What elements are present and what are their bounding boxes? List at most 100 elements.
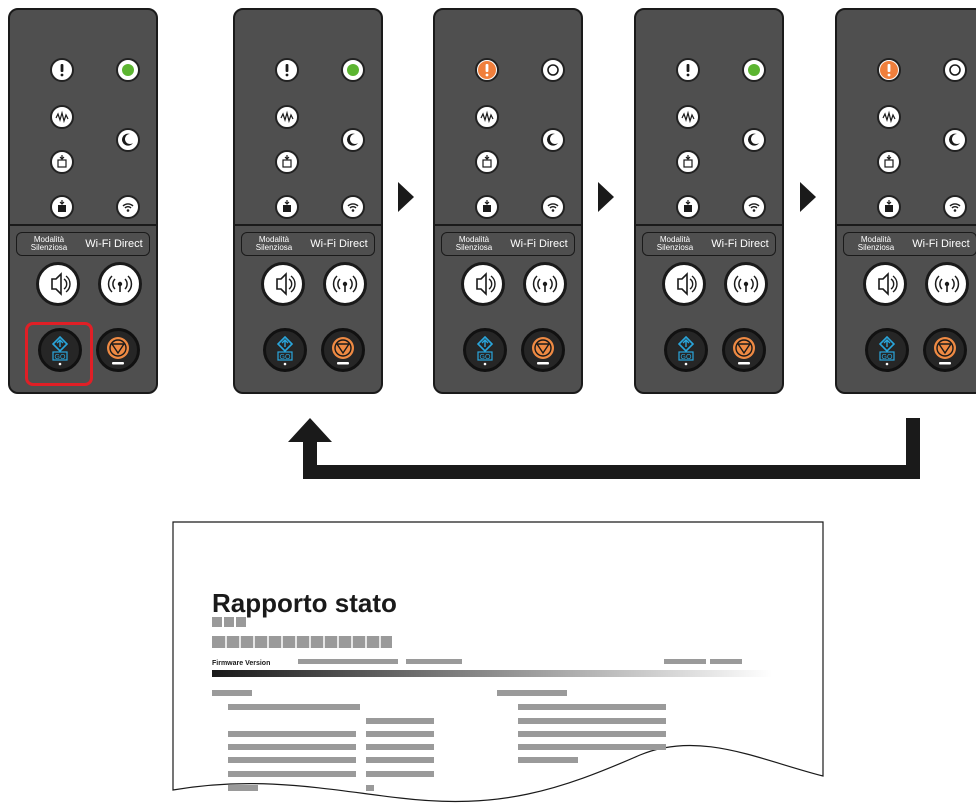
- wifi-icon: [541, 195, 565, 219]
- silent-mode-icon: [677, 272, 697, 296]
- control-panel: Modalità Silenziosa Wi-Fi Direct GO: [433, 8, 583, 394]
- button-labels: Modalità Silenziosa Wi-Fi Direct: [16, 232, 150, 256]
- silent-mode-label-line1: Modalità: [659, 235, 691, 244]
- wifi-direct-button[interactable]: [724, 262, 768, 306]
- silent-mode-label-line1: Modalità: [860, 235, 892, 244]
- go-button[interactable]: GO: [664, 328, 708, 372]
- attention-icon: [475, 58, 499, 82]
- panel-divider: [636, 224, 782, 226]
- paper-icon: [676, 195, 700, 219]
- paper-icon: [50, 195, 74, 219]
- stop-button[interactable]: [722, 328, 766, 372]
- silent-mode-label: Modalità Silenziosa: [23, 236, 75, 252]
- control-panel: Modalità Silenziosa Wi-Fi Direct GO: [233, 8, 383, 394]
- wifi-direct-button[interactable]: [98, 262, 142, 306]
- silent-mode-icon: [878, 272, 898, 296]
- wifi-direct-icon: [332, 275, 358, 293]
- silent-mode-button[interactable]: [461, 262, 505, 306]
- go-button[interactable]: GO: [38, 328, 82, 372]
- stop-button[interactable]: [321, 328, 365, 372]
- ready-icon: [541, 58, 565, 82]
- panel-divider: [837, 224, 976, 226]
- silent-mode-label-line2: Silenziosa: [656, 243, 694, 252]
- button-labels: Modalità Silenziosa Wi-Fi Direct: [642, 232, 776, 256]
- silent-mode-button[interactable]: [863, 262, 907, 306]
- paper-icon: [475, 195, 499, 219]
- wifi-direct-icon: [107, 275, 133, 293]
- control-panel: Modalità Silenziosa Wi-Fi Direct GO: [634, 8, 784, 394]
- go-icon: GO: [878, 335, 896, 366]
- silent-mode-button[interactable]: [261, 262, 305, 306]
- silent-mode-label: Modalità Silenziosa: [248, 236, 300, 252]
- sleep-icon: [341, 128, 365, 152]
- data-icon: [877, 105, 901, 129]
- stop-button[interactable]: [96, 328, 140, 372]
- go-icon: GO: [51, 335, 69, 366]
- button-labels: Modalità Silenziosa Wi-Fi Direct: [241, 232, 375, 256]
- toner-icon: [676, 150, 700, 174]
- wifi-direct-icon: [934, 275, 960, 293]
- ready-icon: [341, 58, 365, 82]
- attention-icon: [275, 58, 299, 82]
- wifi-direct-button[interactable]: [323, 262, 367, 306]
- data-icon: [50, 105, 74, 129]
- wifi-icon: [943, 195, 967, 219]
- wifi-direct-label: Wi-Fi Direct: [85, 238, 143, 250]
- wifi-direct-button[interactable]: [523, 262, 567, 306]
- wifi-icon: [341, 195, 365, 219]
- wifi-icon: [742, 195, 766, 219]
- silent-mode-label: Modalità Silenziosa: [448, 236, 500, 252]
- svg-text:GO: GO: [681, 354, 692, 361]
- stop-icon: [934, 337, 956, 365]
- go-icon: GO: [476, 335, 494, 366]
- silent-mode-label-line1: Modalità: [33, 235, 65, 244]
- panel-divider: [235, 224, 381, 226]
- panel-divider: [435, 224, 581, 226]
- stop-icon: [733, 337, 755, 365]
- data-icon: [676, 105, 700, 129]
- next-arrow-icon: [398, 182, 414, 212]
- wifi-direct-button[interactable]: [925, 262, 969, 306]
- stop-button[interactable]: [923, 328, 967, 372]
- silent-mode-label-line1: Modalità: [258, 235, 290, 244]
- firmware-version-label: Firmware Version: [212, 660, 270, 667]
- next-arrow-icon: [800, 182, 816, 212]
- wifi-direct-label: Wi-Fi Direct: [711, 238, 769, 250]
- go-icon: GO: [677, 335, 695, 366]
- silent-mode-button[interactable]: [662, 262, 706, 306]
- control-panel: Modalità Silenziosa Wi-Fi Direct GO: [835, 8, 976, 394]
- svg-text:GO: GO: [280, 354, 291, 361]
- go-icon: GO: [276, 335, 294, 366]
- go-button-highlight: [25, 322, 93, 386]
- paper-icon: [275, 195, 299, 219]
- button-labels: Modalità Silenziosa Wi-Fi Direct: [843, 232, 976, 256]
- wifi-icon: [116, 195, 140, 219]
- go-button[interactable]: GO: [463, 328, 507, 372]
- svg-text:GO: GO: [480, 354, 491, 361]
- ready-icon: [742, 58, 766, 82]
- toner-icon: [475, 150, 499, 174]
- wifi-direct-icon: [532, 275, 558, 293]
- go-button[interactable]: GO: [865, 328, 909, 372]
- silent-mode-icon: [51, 272, 71, 296]
- stop-icon: [332, 337, 354, 365]
- attention-icon: [50, 58, 74, 82]
- sleep-icon: [943, 128, 967, 152]
- data-icon: [475, 105, 499, 129]
- ready-icon: [943, 58, 967, 82]
- attention-icon: [676, 58, 700, 82]
- attention-icon: [877, 58, 901, 82]
- sleep-icon: [541, 128, 565, 152]
- wifi-direct-icon: [733, 275, 759, 293]
- stop-button[interactable]: [521, 328, 565, 372]
- toner-icon: [50, 150, 74, 174]
- control-panel: Modalità Silenziosa Wi-Fi Direct GO: [8, 8, 158, 394]
- silent-mode-button[interactable]: [36, 262, 80, 306]
- wifi-direct-label: Wi-Fi Direct: [912, 238, 970, 250]
- ready-icon: [116, 58, 140, 82]
- silent-mode-icon: [476, 272, 496, 296]
- stop-icon: [107, 337, 129, 365]
- go-button[interactable]: GO: [263, 328, 307, 372]
- stop-icon: [532, 337, 554, 365]
